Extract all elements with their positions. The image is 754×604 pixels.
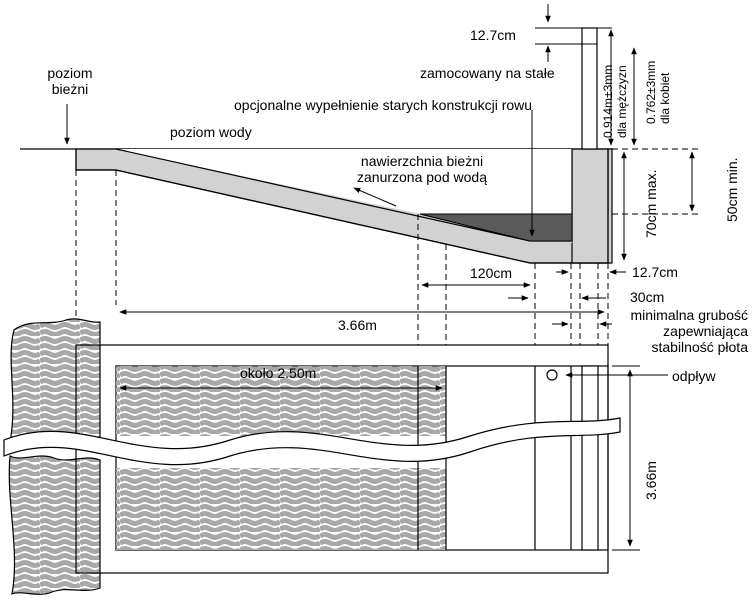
water-level-label: poziom wody <box>170 124 252 140</box>
optional-fill-label: opcjonalne wypełnienie starych konstrukc… <box>234 97 532 113</box>
track-texture-bottom <box>8 455 101 595</box>
cross-section <box>20 27 614 264</box>
hurdle-women-label: 0.762±3mmdla kobiet <box>644 61 672 124</box>
fixed-mounted-label: zamocowany na stałe <box>420 65 555 81</box>
drain-label: odpływ <box>672 368 716 384</box>
top-thickness-label: 12.7cm <box>470 27 516 43</box>
wall-min-label: 50cm min. <box>724 157 740 222</box>
length-366-label: 3.66m <box>338 317 377 333</box>
hurdle-plan <box>581 365 599 551</box>
width-366-label: 3.66m <box>643 461 659 500</box>
dimension-arrows <box>64 4 695 551</box>
approx-250-label: około 2.50m <box>240 365 316 381</box>
hurdle-post <box>581 27 598 150</box>
water-area-bottom <box>116 468 446 550</box>
plan-view <box>3 318 621 595</box>
width-120-label: 120cm <box>470 265 512 281</box>
drain-icon <box>546 369 558 381</box>
break-band <box>3 417 621 466</box>
overhang-30-label: 30cm <box>630 289 664 305</box>
pit-concrete-wall <box>571 148 609 264</box>
track-texture-top <box>9 318 101 447</box>
hurdle-men-label: 0.914m±3mmdla mężczyzn <box>601 65 629 138</box>
depth-max-label: 70cm max. <box>643 170 659 238</box>
water-area-top <box>116 366 446 436</box>
wall-thickness-label: 12.7cm <box>632 264 678 280</box>
pit-slope-outline <box>75 149 609 264</box>
